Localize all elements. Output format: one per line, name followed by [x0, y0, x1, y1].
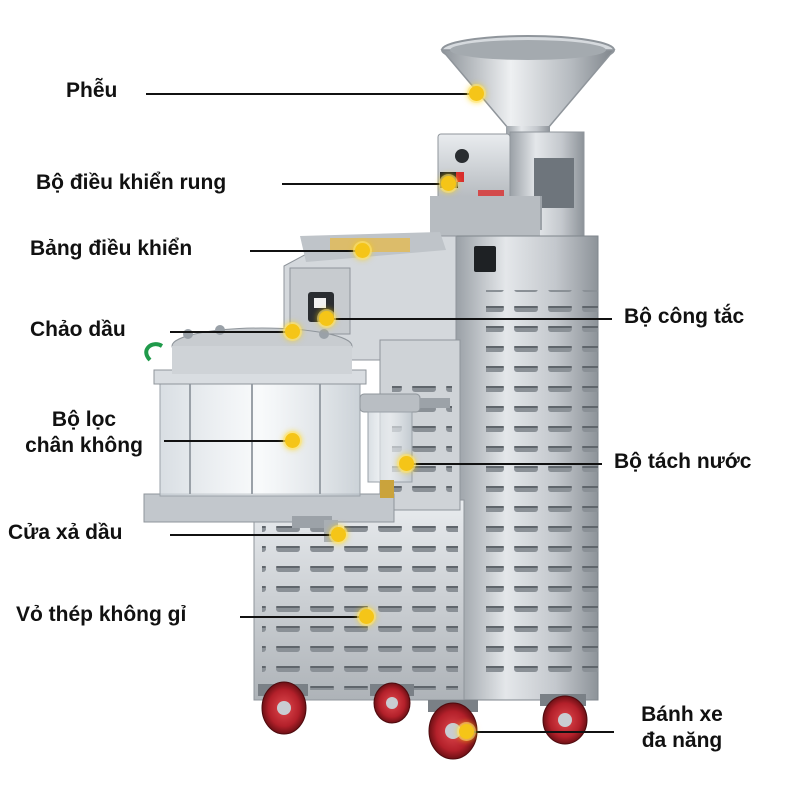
callout-dot-bang-dieu-khien — [355, 243, 370, 258]
label-bo-cong-tac: Bộ công tắc — [624, 305, 745, 328]
label-cua-xa-dau: Cửa xả dầu — [8, 521, 123, 544]
callout-line-bo-dieu-khien-rung — [282, 183, 448, 185]
callout-line-bang-dieu-khien — [250, 250, 362, 252]
callout-line-cua-xa-dau — [170, 534, 338, 536]
callout-line-bo-tach-nuoc — [406, 463, 602, 465]
label-banh-xe-da-nang: Bánh xe đa năng — [620, 702, 744, 754]
callout-line-pheu — [146, 93, 476, 95]
callout-line-banh-xe — [466, 731, 614, 733]
label-bang-dieu-khien: Bảng điều khiển — [30, 237, 193, 260]
callout-dot-vo-thep — [359, 609, 374, 624]
label-vo-thep-khong-gi: Vỏ thép không gỉ — [16, 603, 187, 626]
callout-dot-bo-tach-nuoc — [399, 456, 414, 471]
callout-dot-bo-dieu-khien-rung — [441, 176, 456, 191]
callout-dot-bo-cong-tac — [319, 311, 334, 326]
callout-dot-banh-xe — [459, 724, 474, 739]
label-pheu: Phễu — [66, 79, 118, 102]
callout-dot-bo-loc — [285, 433, 300, 448]
label-bo-loc-line1: Bộ lọc — [51, 408, 117, 431]
callout-line-chao-dau — [170, 331, 292, 333]
label-banh-xe-line2: đa năng — [641, 729, 723, 752]
label-bo-tach-nuoc: Bộ tách nước — [614, 450, 752, 473]
callout-line-vo-thep — [240, 616, 366, 618]
label-bo-loc-chan-khong: Bộ lọc chân không — [6, 407, 162, 459]
callout-dot-pheu — [469, 86, 484, 101]
callout-line-bo-cong-tac — [326, 318, 612, 320]
callout-line-bo-loc — [164, 440, 292, 442]
label-bo-loc-line2: chân không — [25, 434, 143, 457]
callout-dot-chao-dau — [285, 324, 300, 339]
label-chao-dau: Chảo dầu — [30, 318, 126, 341]
label-banh-xe-line1: Bánh xe — [641, 703, 723, 726]
label-bo-dieu-khien-rung: Bộ điều khiển rung — [36, 171, 227, 194]
callout-dot-cua-xa-dau — [331, 527, 346, 542]
